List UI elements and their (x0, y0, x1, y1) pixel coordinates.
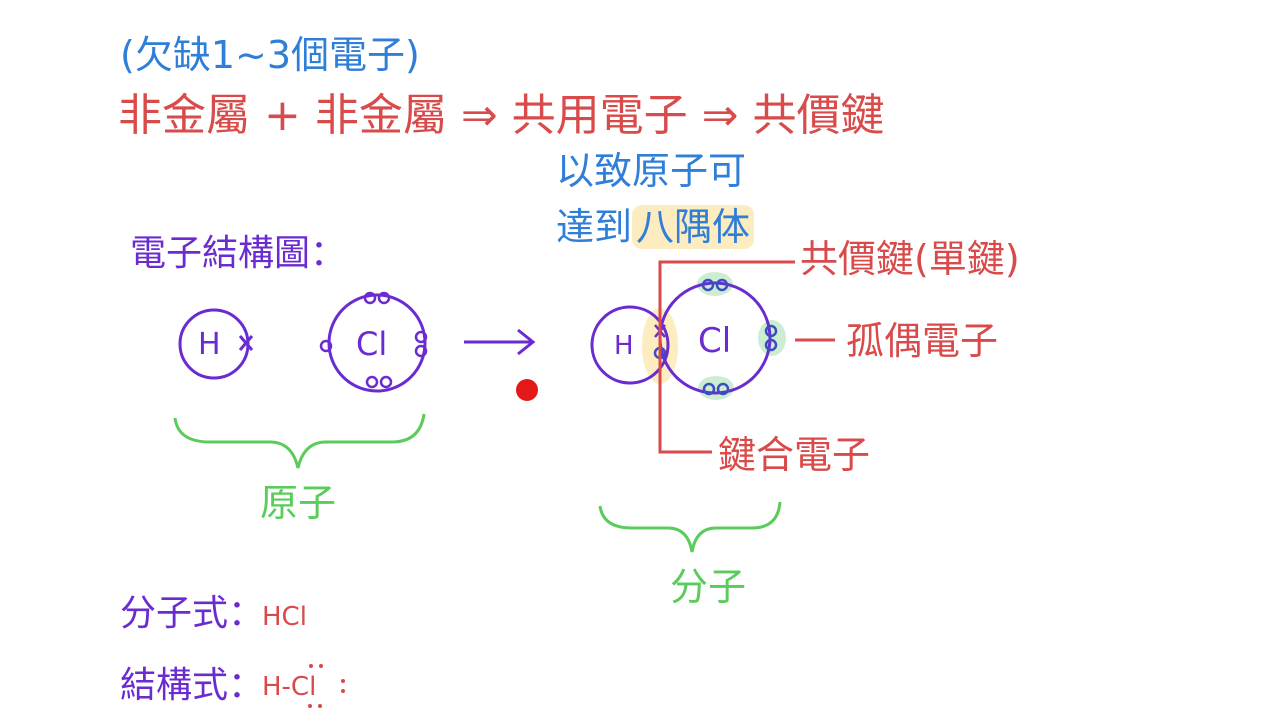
covalent-equation: 非金屬 + 非金屬 ⇒ 共用電子 ⇒ 共價鍵 (118, 90, 885, 141)
molecule-h-label: H (614, 331, 634, 361)
lone-pair-right-highlight (758, 320, 786, 356)
structural-formula-value: H-Cl (262, 672, 317, 702)
h-atom-label: H (198, 327, 221, 362)
structural-lone-pair-dots (308, 664, 345, 708)
covalent-bond-label: 共價鍵(單鍵) (800, 237, 1020, 281)
molecule-h-shell (590, 305, 670, 385)
lone-pair-label: 孤偶電子 (846, 319, 999, 363)
reaction-arrow (464, 328, 536, 356)
octet-line-1: 以致原子可 (556, 149, 747, 193)
molecular-formula-label: 分子式： (120, 593, 265, 634)
cl-electrons (319, 291, 428, 389)
molecule-brace (598, 501, 782, 553)
octet-line-2-prefix: 達到 (556, 205, 633, 249)
molecule-label: 分子 (670, 565, 747, 609)
atoms-brace (173, 413, 426, 469)
annotation-leaders (658, 260, 835, 454)
octet-highlight: 八隅体 (632, 205, 755, 249)
structural-formula-label: 結構式： (120, 665, 265, 706)
electron-structure-label: 電子結構圖： (130, 233, 347, 274)
molecular-formula-value: HCl (262, 602, 307, 632)
bonding-electrons-label: 鍵合電子 (718, 433, 871, 477)
molecule-cl-label: Cl (698, 321, 732, 361)
h-electron-x (238, 335, 254, 351)
missing-electrons-note: (欠缺1~3個電子) (120, 33, 420, 77)
cl-atom-label: Cl (356, 325, 388, 363)
laser-pointer (516, 379, 538, 401)
atoms-label: 原子 (260, 481, 337, 525)
octet-line-2: 達到八隅体 (556, 205, 755, 249)
